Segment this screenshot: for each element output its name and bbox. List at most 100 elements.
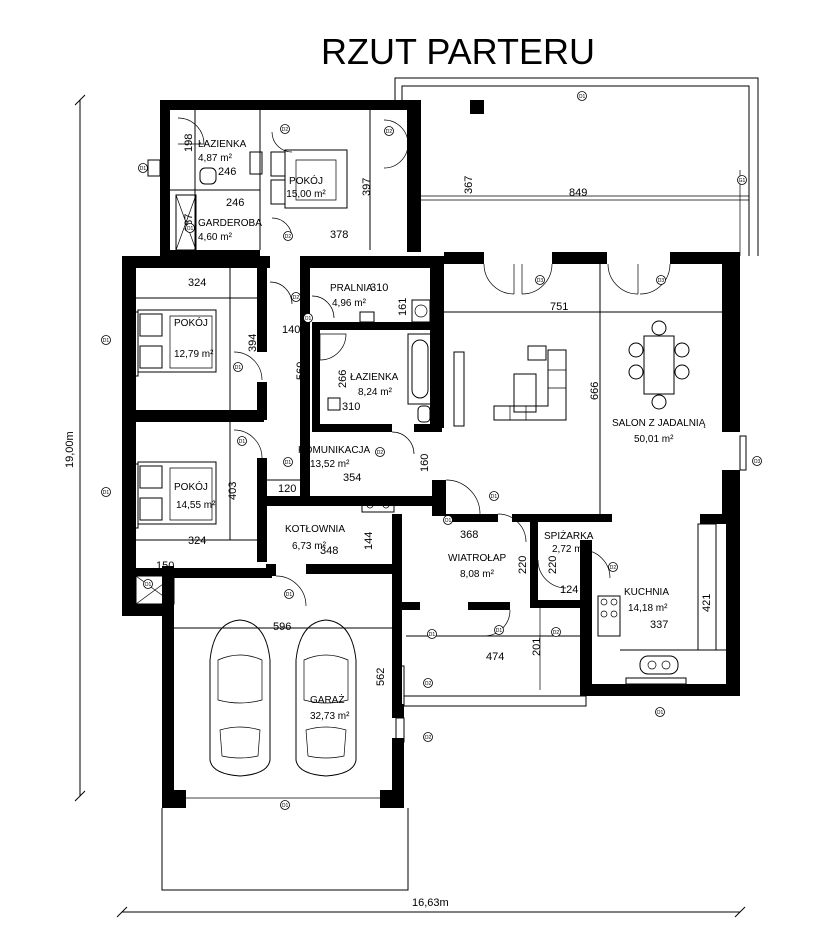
door-tag: D1	[284, 589, 294, 599]
door-tag: D2	[551, 627, 561, 637]
room-name: GARAŻ	[310, 693, 344, 706]
door-tag-label: D1	[491, 494, 498, 500]
door-tag: O1	[280, 800, 290, 810]
door-tag: O1	[443, 515, 453, 525]
room-name: SPIŻARKA	[544, 529, 594, 542]
door-tag-label: D1	[429, 632, 436, 638]
door-tag-label: D1	[103, 338, 110, 344]
door-tag-label: D1	[239, 439, 246, 445]
door-tag-circle	[551, 627, 561, 637]
room-name: POKÓJ	[289, 174, 323, 187]
door-tag: D1	[101, 335, 111, 345]
dimension-label: 246	[226, 197, 244, 209]
overall-height: 19,00m	[64, 94, 86, 802]
dimension-label: 348	[320, 545, 338, 557]
door-tag-label: D2	[282, 127, 289, 133]
door-tag: D1	[138, 163, 148, 173]
car-right	[295, 619, 357, 777]
room-name: PRALNIA	[330, 283, 373, 294]
door-tag-circle	[443, 515, 453, 525]
door-tag-circle	[283, 457, 293, 467]
door-tag-label: O2	[425, 681, 432, 687]
dimension-label: 421	[701, 594, 713, 612]
room-area: 4,60 m²	[198, 232, 233, 243]
dimension-label: 198	[183, 134, 195, 152]
door-tag-label: D1	[496, 628, 503, 634]
room-name: KUCHNIA	[624, 587, 669, 598]
door-tag: D1	[101, 487, 111, 497]
door-tag-circle	[752, 456, 762, 466]
door-tag-label: D2	[553, 630, 560, 636]
dimension-label: 354	[343, 472, 361, 484]
dimension-label: 220	[547, 556, 559, 574]
door-tag-circle	[283, 231, 293, 241]
dimension-label: 397	[361, 178, 373, 196]
dimension-label: 474	[486, 651, 504, 663]
door-tag-label: O1	[445, 518, 452, 524]
dimension-label: 368	[460, 529, 478, 541]
door-tag-label: O1	[657, 710, 664, 716]
room-area: 15,00 m²	[286, 189, 326, 200]
dimension-label: 246	[218, 166, 236, 178]
dimension-label: 367	[463, 176, 475, 194]
door-tag-circle	[284, 589, 294, 599]
room-name: KOMUNIKACJA	[298, 445, 371, 456]
room-name: POKÓJ	[174, 480, 208, 493]
door-tag: O1	[185, 223, 195, 233]
room-name: SALON Z JADALNIĄ	[612, 418, 706, 429]
room-area: 8,08 m²	[460, 569, 495, 580]
dimension-label: 266	[337, 370, 349, 388]
overall-width-label: 16,63m	[412, 897, 449, 909]
door-tag: D1	[489, 491, 499, 501]
door-tag-circle	[375, 447, 385, 457]
door-tag-circle	[423, 678, 433, 688]
door-tag: D2	[280, 124, 290, 134]
room-area: 50,01 m²	[634, 434, 674, 445]
dimension-label: 394	[247, 334, 259, 352]
door-tag: O2	[423, 732, 433, 742]
door-tag: D1	[233, 362, 243, 372]
dimension-label: 144	[363, 532, 375, 550]
dimension-label: 849	[569, 187, 587, 199]
door-tag-label: O1	[305, 316, 312, 322]
dimension-label: 666	[589, 382, 601, 400]
door-tag-circle	[494, 625, 504, 635]
door-tag-circle	[656, 275, 666, 285]
room-name: KOTŁOWNIA	[285, 524, 345, 535]
door-tag: O1	[303, 313, 313, 323]
dimension-label: 124	[560, 584, 578, 596]
room-area: 12,79 m²	[174, 349, 214, 360]
room-name: GARDEROBA	[198, 218, 262, 229]
room-name: POKÓJ	[174, 316, 208, 329]
door-tag: G1	[737, 175, 747, 185]
door-tag-label: D1	[285, 460, 292, 466]
door-tag-circle	[489, 491, 499, 501]
room-area: 8,24 m²	[358, 387, 393, 398]
dimension-label: 560	[295, 362, 307, 380]
door-tag-label: D2	[610, 565, 617, 571]
furniture	[137, 149, 717, 675]
room-area: 14,18 m²	[628, 603, 668, 614]
door-tag-circle	[280, 124, 290, 134]
door-tag: D2	[283, 231, 293, 241]
door-tag-label: O1	[579, 94, 586, 100]
dimension-label: 337	[650, 619, 668, 631]
room-area: 13,52 m²	[310, 459, 350, 470]
driveway	[131, 159, 747, 891]
door-tag: D3	[656, 275, 666, 285]
dimension-label: 201	[531, 638, 543, 656]
terrace-outline	[394, 77, 759, 256]
room-area: 32,73 m²	[310, 711, 350, 722]
door-tag-label: O2	[425, 735, 432, 741]
dimension-label: 161	[397, 298, 409, 316]
room-labels: ŁAZIENKA 4,87 m² POKÓJ 15,00 m² GARDEROB…	[174, 139, 706, 722]
door-tag-label: O3	[754, 459, 761, 465]
door-tag: D2	[375, 447, 385, 457]
room-area: 4,96 m²	[332, 298, 367, 309]
overall-height-label: 19,00m	[64, 431, 76, 468]
room-area: 14,55 m²	[176, 500, 216, 511]
door-tag-circle	[655, 707, 665, 717]
dimension-label: 140	[282, 324, 300, 336]
door-tag-circle	[237, 436, 247, 446]
